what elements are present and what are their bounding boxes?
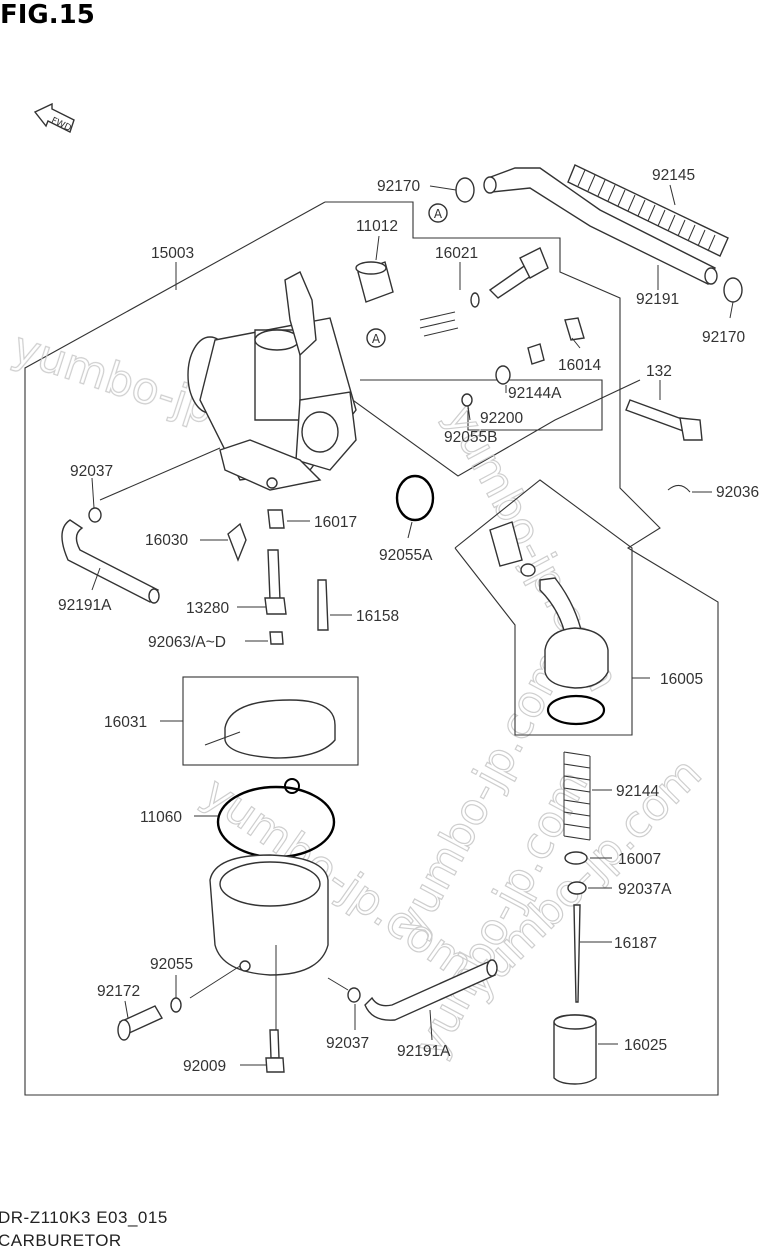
ref-marker-a-middle: A [366, 328, 386, 348]
label-92144: 92144 [616, 783, 659, 800]
label-16187: 16187 [614, 935, 657, 952]
label-132: 132 [646, 363, 672, 380]
clip-92036 [667, 485, 691, 493]
label-16031: 16031 [104, 714, 147, 731]
label-16005: 16005 [660, 671, 703, 688]
label-92055: 92055 [150, 956, 193, 973]
label-15003: 15003 [151, 245, 194, 262]
hose-92191A-bottom [364, 959, 498, 1021]
adjust-screw-16014 [564, 317, 585, 341]
screw-92009 [265, 1029, 285, 1073]
label-92191A-left: 92191A [58, 597, 112, 614]
clip-92037A [567, 881, 587, 895]
label-92055A: 92055A [379, 547, 433, 564]
carburetor-body-15003 [187, 271, 357, 491]
label-16017: 16017 [314, 514, 357, 531]
label-92037-bottom: 92037 [326, 1035, 369, 1052]
main-assembly-frame [24, 201, 719, 1096]
fwd-arrow-icon: FWD [33, 102, 75, 134]
o-ring-92055A [395, 474, 435, 522]
label-13280: 13280 [186, 600, 229, 617]
spring-92144A [527, 343, 545, 365]
starter-plunger-16021 [419, 247, 549, 337]
protector-tube-92145 [567, 164, 729, 257]
label-92063: 92063/A~D [148, 634, 226, 651]
label-92170-top: 92170 [377, 178, 420, 195]
clamp-92037-bottom [347, 987, 361, 1003]
model-code: DR-Z110K3 E03_015 [0, 1208, 168, 1227]
retainer-16007 [564, 851, 588, 865]
breather-hose-92191 [483, 167, 718, 285]
needle-valve-16017 [267, 509, 285, 529]
o-ring-92055B [461, 393, 473, 407]
ref-marker-a-top: A [428, 203, 448, 223]
label-92170-right: 92170 [702, 329, 745, 346]
washer-92200 [495, 365, 511, 385]
hose-clamp-92170-top [455, 177, 475, 203]
watermark-layer: yumbo-jp.com yumbo-jp.com yumbo-jp.com y… [6, 321, 712, 1065]
clamp-92037-left [88, 507, 102, 523]
bolt-132 [625, 399, 703, 441]
label-92037A: 92037A [618, 881, 672, 898]
jet-needle-16187 [573, 904, 581, 1003]
main-jet-92063 [269, 631, 284, 645]
label-11012: 11012 [356, 218, 398, 235]
label-16021: 16021 [435, 245, 478, 262]
float-group-box [182, 676, 359, 766]
label-92172: 92172 [97, 983, 140, 1000]
label-16158: 16158 [356, 608, 399, 625]
float-chamber [209, 854, 329, 976]
ref-marker-text: A [434, 207, 443, 221]
cap-16005 [544, 627, 609, 726]
cap-11012 [355, 261, 394, 303]
label-92009: 92009 [183, 1058, 226, 1075]
label-92191A-bottom: 92191A [397, 1043, 451, 1060]
label-11060: 11060 [140, 809, 182, 826]
drain-screw-92172 [117, 1005, 163, 1041]
label-92145: 92145 [652, 167, 695, 184]
o-ring-92055 [170, 997, 182, 1013]
label-92037-left: 92037 [70, 463, 113, 480]
throttle-valve-16025 [553, 1014, 597, 1085]
hose-92191A-left [61, 519, 160, 604]
label-16025: 16025 [624, 1037, 667, 1054]
hose-clamp-92170-right [723, 277, 743, 303]
label-92036: 92036 [716, 484, 759, 501]
pilot-jet-16158 [317, 579, 329, 631]
label-92191-top: 92191 [636, 291, 679, 308]
section-name: CARBURETOR [0, 1231, 122, 1250]
spring-92144 [563, 751, 591, 841]
label-16007: 16007 [618, 851, 661, 868]
ref-marker-text: A [372, 332, 381, 346]
leader-lines [91, 184, 734, 1066]
needle-jet-13280 [264, 549, 287, 615]
throttle-cable-group-frame [454, 479, 633, 736]
label-92055B: 92055B [444, 429, 497, 446]
label-16014: 16014 [558, 357, 601, 374]
float-valve-16030 [227, 522, 247, 562]
figure-title: FIG.15 [0, 0, 95, 30]
label-92144A: 92144A [508, 385, 562, 402]
part-labels: 92170 92145 11012 15003 16021 92191 9217… [58, 167, 759, 1075]
label-16030: 16030 [145, 532, 188, 549]
label-92200: 92200 [480, 410, 523, 427]
